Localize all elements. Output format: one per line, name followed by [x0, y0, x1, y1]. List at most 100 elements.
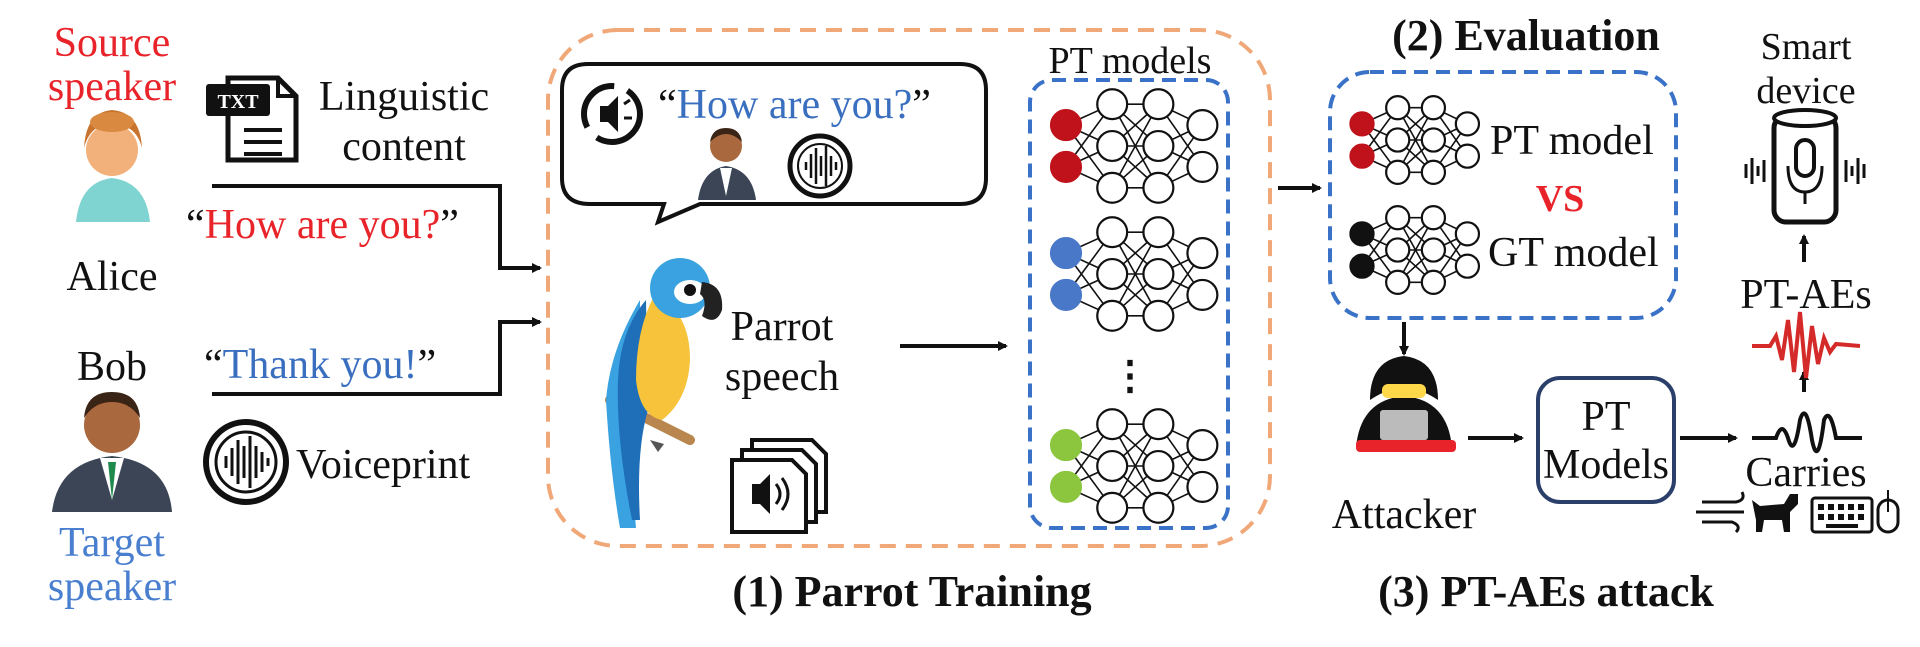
attacker-icon — [1356, 356, 1456, 452]
eval-pt-network — [1349, 95, 1481, 185]
models-ellipsis: ⋮ — [1110, 353, 1150, 398]
network-input-node — [1049, 470, 1083, 503]
network-node — [1142, 171, 1175, 204]
network-node — [1096, 299, 1129, 332]
wind-icon — [1696, 491, 1745, 534]
network-input-node — [1349, 111, 1375, 137]
network-node — [1186, 429, 1219, 462]
network-node — [1385, 127, 1411, 153]
keyboard-icon — [1810, 496, 1874, 534]
network-node — [1096, 88, 1129, 121]
network-node — [1142, 449, 1175, 483]
alice-label: Alice — [66, 254, 158, 300]
audio-files-icon — [730, 438, 828, 534]
pt-models-box-line1: PT — [1581, 394, 1631, 440]
gt-model-label: GT model — [1488, 230, 1659, 276]
network-node — [1420, 237, 1447, 263]
parrot-training-box — [546, 28, 1272, 548]
pt-network-blue — [1049, 216, 1219, 332]
network-node — [1096, 216, 1129, 249]
carries-label: Carries — [1745, 450, 1867, 496]
dog-icon — [1752, 494, 1798, 532]
voiceprint-label: Voiceprint — [296, 442, 471, 488]
linguistic-content-line1: Linguistic — [318, 74, 490, 120]
evaluation-title: (2) Evaluation — [1392, 11, 1660, 60]
network-node — [1186, 109, 1219, 142]
network-node — [1186, 470, 1219, 503]
network-node — [1385, 95, 1411, 121]
pt-aes-attack-caption: (3) PT-AEs attack — [1378, 567, 1714, 616]
parrot-speech-line1: Parrot — [730, 304, 834, 350]
network-node — [1454, 111, 1481, 137]
speech-bubble — [560, 62, 988, 226]
bubble-person-icon — [698, 128, 756, 200]
network-input-node — [1049, 109, 1083, 142]
network-node — [1454, 221, 1481, 247]
eval-gt-network — [1349, 205, 1481, 295]
pt-models-box — [1028, 78, 1230, 530]
voiceprint-icon — [203, 419, 289, 505]
network-node — [1142, 216, 1175, 249]
network-node — [1420, 205, 1447, 231]
network-node — [1385, 269, 1411, 295]
smart-device-icon — [1744, 108, 1866, 225]
bubble-quote: “How are you?” — [658, 82, 931, 128]
network-input-node — [1049, 237, 1083, 270]
attacker-label: Attacker — [1331, 492, 1477, 538]
pt-models-box-line2: Models — [1543, 442, 1669, 488]
alice-connector-arrow — [212, 184, 542, 273]
network-node — [1186, 237, 1219, 270]
pt-models-label: PT models — [1048, 40, 1212, 82]
network-node — [1385, 205, 1411, 231]
bubble-voiceprint-icon — [787, 133, 853, 199]
network-node — [1096, 491, 1129, 524]
carrier-waveform — [1752, 411, 1862, 454]
pt-model-label: PT model — [1490, 118, 1654, 164]
smart-device-line1: Smart — [1760, 26, 1852, 68]
parrot-speech-line2: speech — [724, 354, 840, 400]
parrot-training-caption: (1) Parrot Training — [732, 567, 1092, 616]
network-node — [1385, 237, 1411, 263]
network-node — [1142, 88, 1175, 121]
network-node — [1420, 159, 1447, 185]
pt-aes-label: PT-AEs — [1740, 272, 1872, 318]
network-input-node — [1349, 253, 1375, 279]
network-node — [1096, 408, 1129, 441]
parrot-illustration — [605, 258, 723, 528]
source-speaker-label-line1: Source — [53, 20, 171, 66]
speaker-replay-icon — [581, 83, 643, 145]
network-node — [1454, 253, 1481, 279]
target-speaker-label-line2: speaker — [47, 564, 177, 610]
evaluation-box — [1328, 70, 1678, 320]
network-node — [1142, 129, 1175, 163]
network-node — [1096, 129, 1129, 163]
pt-network-red — [1049, 88, 1219, 204]
mouse-icon — [1876, 490, 1900, 534]
pt-network-green — [1049, 408, 1219, 524]
network-node — [1420, 95, 1447, 121]
network-node — [1096, 449, 1129, 483]
smart-device-line2: device — [1756, 70, 1856, 112]
network-input-node — [1049, 429, 1083, 462]
bob-label: Bob — [76, 344, 148, 390]
linguistic-content-line2: content — [342, 124, 466, 170]
txt-icon-label: TXT — [217, 91, 259, 113]
txt-document-icon: TXT — [206, 75, 299, 163]
alice-quote-text: How are you? — [204, 202, 441, 248]
source-speaker-label-line2: speaker — [47, 64, 177, 110]
network-node — [1142, 299, 1175, 332]
bob-quote: “Thank you!” — [204, 342, 437, 388]
pt-aes-waveform — [1752, 311, 1861, 379]
network-input-node — [1349, 221, 1375, 247]
pt-models-attack-box — [1536, 376, 1676, 504]
network-node — [1385, 159, 1411, 185]
network-input-node — [1049, 150, 1083, 183]
bubble-quote-text: How are you? — [676, 82, 913, 128]
network-node — [1096, 257, 1129, 291]
network-node — [1096, 171, 1129, 204]
network-node — [1186, 150, 1219, 183]
network-node — [1420, 127, 1447, 153]
alice-quote: “How are you?” — [186, 202, 459, 248]
vs-label: VS — [1535, 178, 1585, 220]
